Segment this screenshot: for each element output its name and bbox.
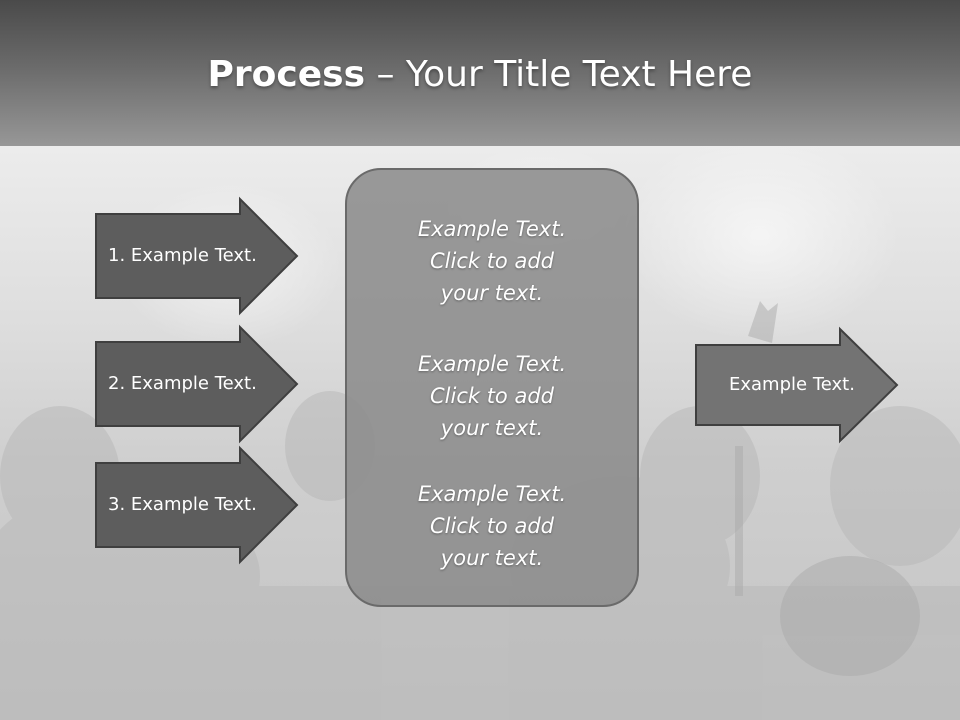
slide-title: Process – Your Title Text Here: [0, 52, 960, 98]
output-arrow-label: Example Text.: [729, 374, 855, 395]
title-bar: [0, 0, 960, 146]
center-text-3[interactable]: Example Text. Click to add your text.: [417, 482, 567, 570]
title-rest: – Your Title Text Here: [365, 54, 753, 95]
input-arrow-1-label: 1. Example Text.: [108, 245, 257, 266]
center-text-2[interactable]: Example Text. Click to add your text.: [417, 352, 567, 440]
title-bold: Process: [207, 54, 366, 95]
center-text-1[interactable]: Example Text. Click to add your text.: [417, 217, 567, 305]
input-arrow-2[interactable]: [95, 324, 299, 444]
center-process-box[interactable]: [345, 168, 639, 607]
input-arrow-3[interactable]: [95, 445, 299, 565]
output-arrow[interactable]: [695, 326, 899, 444]
input-arrow-2-label: 2. Example Text.: [108, 373, 257, 394]
crowd-silhouette: [0, 301, 960, 720]
input-arrow-1[interactable]: [95, 196, 299, 316]
input-arrow-3-label: 3. Example Text.: [108, 494, 257, 515]
